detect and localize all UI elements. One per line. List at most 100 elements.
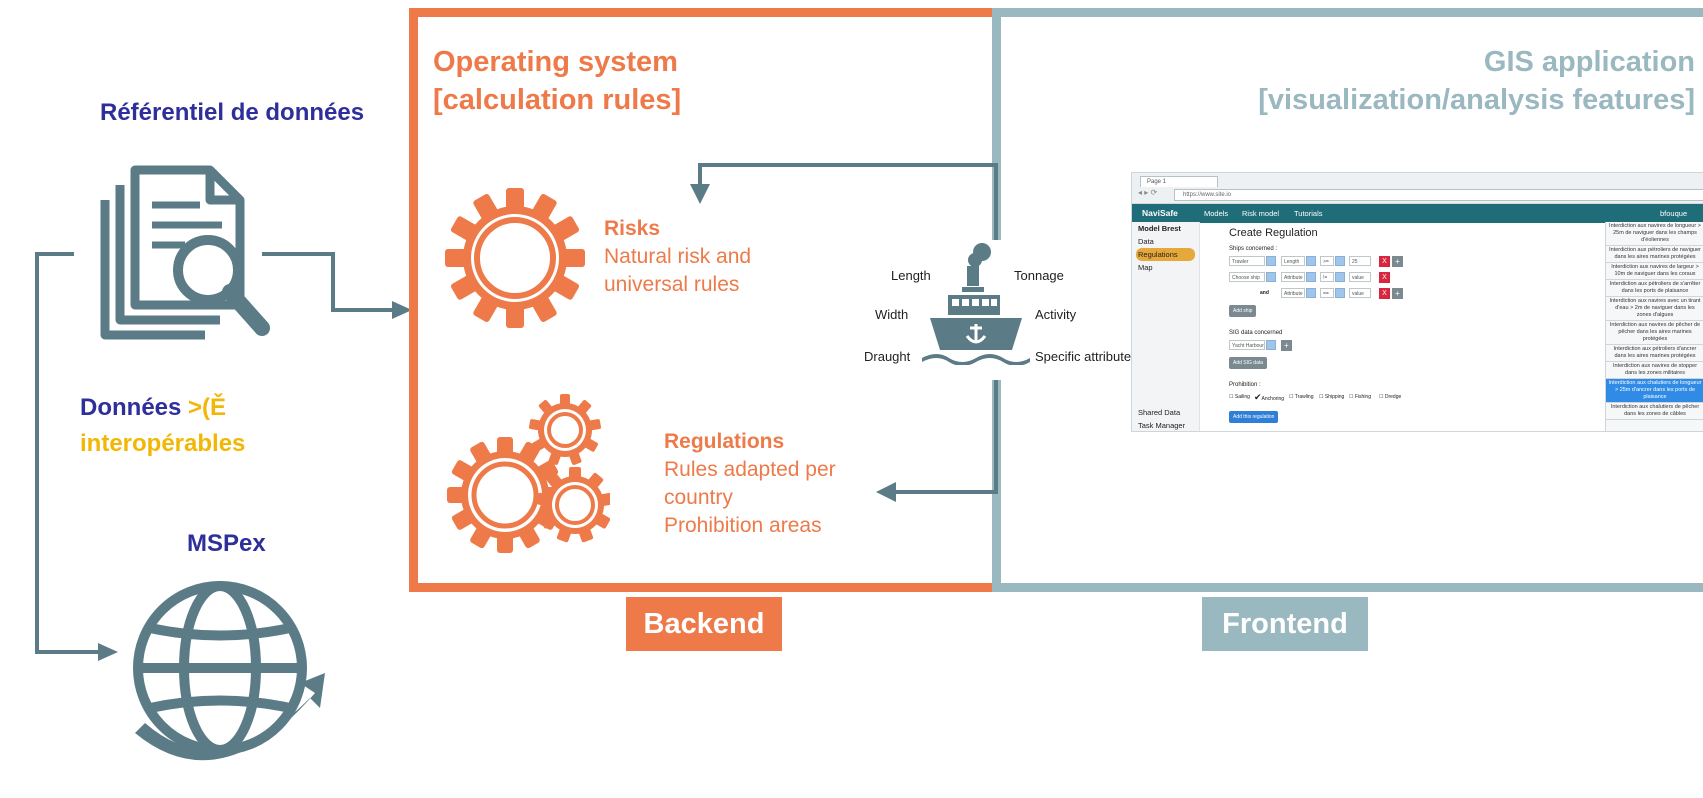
add-sig-plus-button[interactable]: + [1281, 340, 1292, 351]
prohibition-label: Prohibition : [1229, 382, 1261, 388]
add-sig-data-button[interactable]: Add SIG data [1229, 357, 1268, 369]
mspex-label: MSPex [187, 530, 266, 557]
create-regulation-form: Create Regulation Ships concerned : Traw… [1224, 222, 1703, 431]
operator-dropdown-icon[interactable] [1335, 288, 1345, 298]
attr-width: Width [875, 307, 909, 322]
regulations-line2: country [664, 486, 733, 509]
ship-type-select[interactable]: Choose ship [1229, 272, 1265, 282]
app-brand[interactable]: NaviSafe [1142, 208, 1178, 218]
prohibition-option[interactable]: ✔Anchoring [1254, 392, 1285, 402]
list-item[interactable]: Interdiction aux navires de stopper dans… [1606, 362, 1703, 379]
browser-tab[interactable]: Page 1 [1140, 176, 1218, 187]
list-item[interactable]: Interdiction aux pétroliers d'ancrer dan… [1606, 345, 1703, 362]
attribute-dropdown-icon[interactable] [1306, 256, 1316, 266]
regulations-block: Regulations Rules adapted per country Pr… [664, 428, 836, 540]
attribute-select[interactable]: Length [1281, 256, 1305, 266]
value-input[interactable]: 25 [1349, 256, 1371, 266]
operator-dropdown-icon[interactable] [1335, 272, 1345, 282]
sig-dropdown-icon[interactable] [1266, 340, 1276, 350]
browser-url-bar[interactable]: https://www.site.io [1174, 189, 1703, 201]
sidebar-item-shared-data[interactable]: Shared Data [1138, 408, 1181, 417]
remove-row-button[interactable]: X [1379, 256, 1390, 267]
prohibition-option-label: Sailing [1234, 394, 1250, 400]
list-item-selected[interactable]: Interdiction aux chalutiers de longueur … [1606, 379, 1703, 403]
prohibition-option-label: Fishing [1354, 394, 1371, 400]
attr-tonnage: Tonnage [1014, 268, 1064, 283]
sidebar-item-task-manager[interactable]: Task Manager [1138, 421, 1186, 430]
add-condition-button[interactable]: + [1392, 288, 1403, 299]
and-label: and [1260, 290, 1269, 296]
remove-row-button[interactable]: X [1379, 288, 1390, 299]
interoperable-data-label: Données >(Ě interopérables [80, 390, 245, 462]
prohibition-option-label: Trawling [1294, 394, 1314, 400]
form-heading: Create Regulation [1229, 227, 1318, 239]
sig-data-label: SIG data concerned [1229, 330, 1283, 336]
frontend-title-line2: [visualization/analysis features] [1258, 84, 1695, 116]
ship-type-dropdown-icon[interactable] [1266, 256, 1276, 266]
attribute-dropdown-icon[interactable] [1306, 288, 1316, 298]
data-label-main: Données [80, 394, 189, 421]
ship-icon [922, 243, 1030, 365]
browser-chrome: Page 1 ◂ ▸ ⟳ https://www.site.io [1132, 173, 1703, 204]
attribute-select[interactable]: Attribute [1281, 272, 1305, 282]
operator-select[interactable]: == [1320, 288, 1334, 298]
backend-tag: Backend [626, 597, 782, 651]
list-item[interactable]: Interdiction aux navires de longueur > 2… [1606, 222, 1703, 246]
list-item[interactable]: Interdiction aux pétroliers de s'arrêter… [1606, 280, 1703, 297]
attribute-dropdown-icon[interactable] [1306, 272, 1316, 282]
regulations-list: Interdiction aux navires de longueur > 2… [1605, 222, 1703, 431]
sidebar-item-map[interactable]: Map [1138, 263, 1153, 272]
frontend-title: GIS application [visualization/analysis … [1258, 43, 1695, 119]
risks-title: Risks [604, 217, 661, 240]
nav-models[interactable]: Models [1204, 209, 1229, 218]
backend-title-line1: Operating system [433, 46, 678, 78]
regulations-line1: Rules adapted per [664, 458, 836, 481]
ships-concerned-label: Ships concerned : [1229, 246, 1278, 252]
add-condition-button[interactable]: + [1392, 256, 1403, 267]
add-ship-button[interactable]: Add ship [1229, 305, 1257, 317]
globe-icon [133, 581, 325, 761]
prohibition-option-label: Dredge [1384, 394, 1402, 400]
list-item[interactable]: Interdiction aux navires de largeur > 10… [1606, 263, 1703, 280]
remove-row-button[interactable]: X [1379, 272, 1390, 283]
prohibition-option[interactable]: ☐ Trawling [1289, 394, 1314, 400]
sidebar-item-regulations[interactable]: Regulations [1136, 248, 1195, 261]
sidebar-item-data[interactable]: Data [1138, 237, 1154, 246]
ship-type-dropdown-icon[interactable] [1266, 272, 1276, 282]
frontend-title-line1: GIS application [1483, 46, 1695, 78]
list-item[interactable]: Interdiction aux navires de pêcher de pê… [1606, 321, 1703, 345]
list-item[interactable]: Interdiction aux pétroliers de naviguer … [1606, 246, 1703, 263]
sig-data-select[interactable]: Yacht Harbour [1229, 340, 1265, 350]
value-input[interactable]: value [1349, 272, 1371, 282]
regulations-title: Regulations [664, 430, 785, 453]
nav-tutorials[interactable]: Tutorials [1294, 209, 1323, 218]
prohibition-option-label: Shipping [1324, 394, 1345, 400]
attr-specific: Specific attributes [1035, 349, 1138, 364]
operator-select[interactable]: >= [1320, 256, 1334, 266]
backend-title: Operating system [calculation rules] [433, 43, 681, 119]
nav-user[interactable]: bfouque [1660, 209, 1688, 218]
prohibition-option[interactable]: ☐ Fishing [1349, 394, 1371, 400]
prohibition-option[interactable]: ☐ Shipping [1319, 394, 1345, 400]
data-label-interoperable: interopérables [80, 430, 246, 457]
ship-type-select[interactable]: Trawler [1229, 256, 1265, 266]
operator-select[interactable]: != [1320, 272, 1334, 282]
value-input[interactable]: value [1349, 288, 1371, 298]
operator-dropdown-icon[interactable] [1335, 256, 1345, 266]
prohibition-option[interactable]: ☐ Sailing [1229, 394, 1250, 400]
backend-panel [409, 8, 995, 592]
risks-line2: universal rules [604, 273, 740, 296]
browser-nav-arrows-icon[interactable]: ◂ ▸ ⟳ [1138, 188, 1158, 197]
left-flow-arrows [35, 252, 412, 661]
attribute-select[interactable]: Attribute [1281, 288, 1305, 298]
prohibition-option[interactable]: ☐ Dredge [1379, 394, 1402, 400]
add-regulation-button[interactable]: Add this regulation [1229, 411, 1279, 423]
backend-title-line2: [calculation rules] [433, 84, 682, 116]
list-item[interactable]: Interdiction aux navires avec un tirant … [1606, 297, 1703, 321]
list-item[interactable]: Interdiction aux chalutiers de pêcher da… [1606, 403, 1703, 420]
nav-risk-model[interactable]: Risk model [1242, 209, 1280, 218]
prohibition-option-label: Anchoring [1261, 396, 1285, 402]
risks-line1: Natural risk and [604, 245, 752, 268]
app-navbar: NaviSafe Models Risk model Tutorials bfo… [1132, 204, 1703, 223]
